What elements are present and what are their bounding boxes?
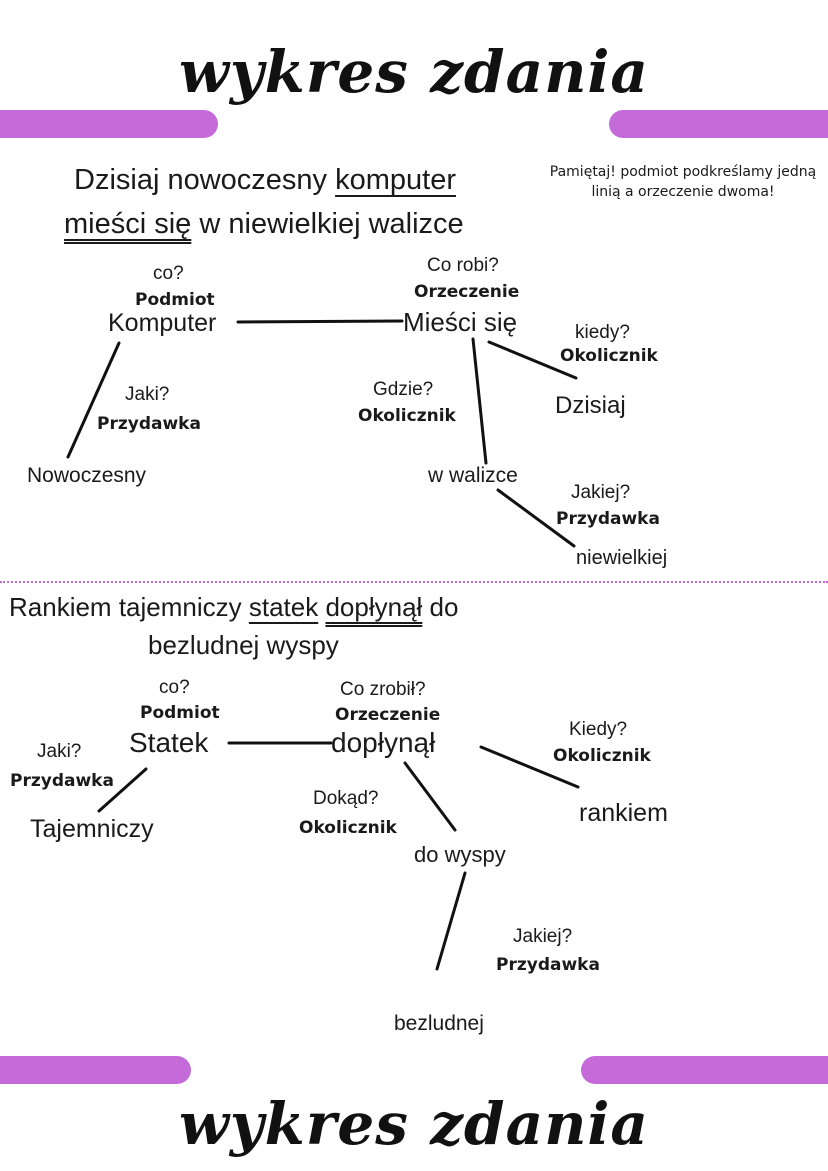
d1-przydawka2-word: niewielkiej <box>576 547 668 569</box>
d2-orzeczenie-role: Orzeczenie <box>335 705 441 725</box>
d2-przydawka1-question: Jaki? <box>37 741 82 762</box>
sentence-1-text-a: Dzisiaj nowoczesny <box>74 164 336 196</box>
d1-line-predicate-gdzie <box>471 337 488 465</box>
d1-line-subject-predicate <box>236 319 404 324</box>
sentence-2-subject: statek <box>248 592 319 622</box>
d2-line-predicate-dokad <box>403 761 457 832</box>
reminder-note: Pamiętaj! podmiot podkreślamy jedną lini… <box>549 164 817 201</box>
d1-gdzie-word: w walizce <box>428 464 518 487</box>
d1-gdzie-question: Gdzie? <box>373 379 434 400</box>
d2-podmiot-role: Podmiot <box>140 703 220 723</box>
accent-bar-bottom-left <box>0 1056 191 1084</box>
sentence-1-line-2: mieści się w niewielkiej walizce <box>64 208 464 241</box>
d1-przydawka2-role: Przydawka <box>556 509 660 529</box>
d1-przydawka2-question: Jakiej? <box>571 482 631 503</box>
d2-przydawka2-word: bezludnej <box>394 1012 484 1035</box>
sentence-1-predicate: mieści się <box>64 208 192 240</box>
sentence-2-text-a: Rankiem tajemniczy <box>9 592 249 622</box>
d2-podmiot-word: Statek <box>129 727 209 758</box>
d1-orzeczenie-word: Mieści się <box>403 307 518 337</box>
d2-orzeczenie-word: dopłynął <box>331 727 436 758</box>
sentence-1-subject: komputer <box>335 164 456 196</box>
d1-kiedy-question: kiedy? <box>575 322 630 343</box>
d2-line-dokad-przydawka <box>435 871 467 971</box>
page-title: wykres zdania <box>179 38 649 106</box>
sentence-2-predicate: dopłynął <box>325 592 423 622</box>
d1-gdzie-role: Okolicznik <box>358 406 456 426</box>
d1-przydawka1-word: Nowoczesny <box>27 464 147 487</box>
section-divider <box>0 581 828 583</box>
accent-bar-top-right <box>609 110 828 138</box>
sentence-1-text-b: w niewielkiej walizce <box>191 208 464 240</box>
d2-przydawka1-role: Przydawka <box>10 771 114 791</box>
d1-podmiot-word: Komputer <box>108 309 217 337</box>
d2-podmiot-question: co? <box>159 677 190 698</box>
sentence-2-line-2: bezludnej wyspy <box>148 630 339 660</box>
d2-dokad-question: Dokąd? <box>313 788 379 809</box>
d1-line-subject-przydawka <box>66 341 121 459</box>
d2-orzeczenie-question: Co zrobił? <box>340 679 426 700</box>
accent-bar-bottom-right <box>581 1056 828 1084</box>
d1-przydawka1-question: Jaki? <box>125 384 170 405</box>
d1-przydawka1-role: Przydawka <box>97 414 201 434</box>
d2-przydawka1-word: Tajemniczy <box>30 815 154 843</box>
sentence-1-line-1: Dzisiaj nowoczesny komputer <box>74 164 456 197</box>
d1-orzeczenie-role: Orzeczenie <box>414 282 520 302</box>
d2-kiedy-word: rankiem <box>579 799 668 827</box>
d1-podmiot-role: Podmiot <box>135 290 215 310</box>
d2-przydawka2-role: Przydawka <box>496 955 600 975</box>
d1-kiedy-word: Dzisiaj <box>555 392 626 419</box>
page-title-footer: wykres zdania <box>179 1090 649 1158</box>
d2-przydawka2-question: Jakiej? <box>513 926 573 947</box>
accent-bar-top-left <box>0 110 218 138</box>
d2-kiedy-question: Kiedy? <box>569 719 628 740</box>
d2-dokad-role: Okolicznik <box>299 818 397 838</box>
d2-kiedy-role: Okolicznik <box>553 746 651 766</box>
d1-podmiot-question: co? <box>153 263 184 284</box>
sentence-2-line-1: Rankiem tajemniczy statek dopłynął do <box>9 592 458 623</box>
d2-dokad-word: do wyspy <box>414 842 506 867</box>
sentence-2-text-b: do <box>422 592 459 622</box>
d1-orzeczenie-question: Co robi? <box>427 255 499 276</box>
d1-kiedy-role: Okolicznik <box>560 346 658 366</box>
